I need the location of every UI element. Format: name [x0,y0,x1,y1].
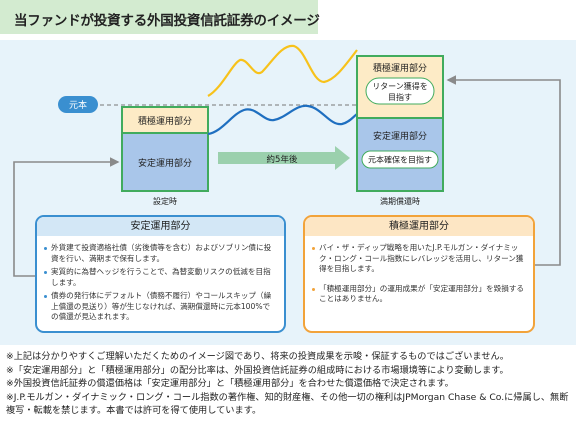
end-stable-label: 安定運用部分 [373,130,427,142]
footnote-2: ※「安定運用部分」と「積極運用部分」の配分比率は、外国投資信託証券の組成時におけ… [6,364,509,376]
start-active-block [122,107,208,133]
start-stable-block [122,133,208,191]
stable-portion-panel: 安定運用部分 外貨建て投資適格社債（劣後債等を含む）およびソブリン債に投資を行い… [35,215,286,333]
footnotes: ※上記は分かりやすくご理解いただくためのイメージ図であり、将来の投資成果を示唆・… [6,350,572,418]
end-bar-frame [356,55,444,192]
section-title: 当ファンドが投資する外国投資信託証券のイメージ [14,13,320,29]
start-bar-frame [121,106,209,192]
principal-label: 元本 [69,99,87,111]
end-active-label: 積極運用部分 [373,62,427,74]
end-bar: 積極運用部分 リターン獲得を 目指す 安定運用部分 元本確保を目指す [356,55,444,192]
svg-text:元本確保を目指す: 元本確保を目指す [368,155,432,165]
start-stable-label: 安定運用部分 [138,157,192,169]
stable-bullet-2: 実質的に為替ヘッジを行うことで、為替変動リスクの低減を目指します。 [44,267,276,288]
start-active-label: 積極運用部分 [138,115,192,127]
return-bubble: リターン獲得を 目指す [365,77,435,105]
footnote-1: ※上記は分かりやすくご理解いただくためのイメージ図であり、将来の投資成果を示唆・… [6,351,509,362]
active-bullet-list: バイ・ザ・ディップ戦略を用いたJ.P.モルガン・ダイナミック・ロング・コール指数… [305,236,533,305]
start-time-label: 設定時 [153,196,177,206]
active-portion-panel: 積極運用部分 バイ・ザ・ディップ戦略を用いたJ.P.モルガン・ダイナミック・ロン… [303,215,535,333]
principal-pill: 元本 [58,96,98,113]
start-bar: 積極運用部分 安定運用部分 [121,106,209,192]
footnote-3: ※外国投資信託証券の償還価格は「安定運用部分」と「積極運用部分」を合わせた償還価… [6,378,454,389]
structure-diagram: 元本 積極運用部分 安定運用部分 設定時 約5年後 積極運用部分 リターン獲得を… [13,44,561,277]
period-arrow: 約5年後 [218,146,350,170]
principal-bubble: 元本確保を目指す [361,150,439,169]
stable-bullet-list: 外貨建て投資適格社債（劣後債等を含む）およびソブリン債に投資を行い、満期まで保有… [37,236,284,323]
connector-active-to-end [446,75,561,266]
active-panel-title: 積極運用部分 [305,217,533,236]
end-time-label: 満期償還時 [380,196,420,206]
stable-bullet-3: 債券の発行体にデフォルト（債務不履行）やコールスキップ（繰上償還の見送り）等が生… [44,291,276,323]
period-label: 約5年後 [267,154,298,165]
svg-text:リターン獲得を: リターン獲得を [372,81,428,91]
stable-bullet-1: 外貨建て投資適格社債（劣後債等を含む）およびソブリン債に投資を行い、満期まで保有… [44,243,276,264]
svg-text:目指す: 目指す [388,92,412,102]
section-header: 当ファンドが投資する外国投資信託証券のイメージ [0,0,320,34]
active-bullet-2: 「積極運用部分」の運用成果が「安定運用部分」を毀損することはありません。 [312,283,525,303]
active-bullet-1: バイ・ザ・ディップ戦略を用いたJ.P.モルガン・ダイナミック・ロング・コール指数… [312,243,524,273]
active-return-line-blue [207,104,358,136]
footnote-4: ※J.P.モルガン・ダイナミック・ロング・コール指数の著作権、知的財産権、その他… [6,391,569,417]
stable-panel-title: 安定運用部分 [37,217,284,236]
connector-stable-to-start [13,157,120,277]
active-return-line-yellow [207,44,358,97]
